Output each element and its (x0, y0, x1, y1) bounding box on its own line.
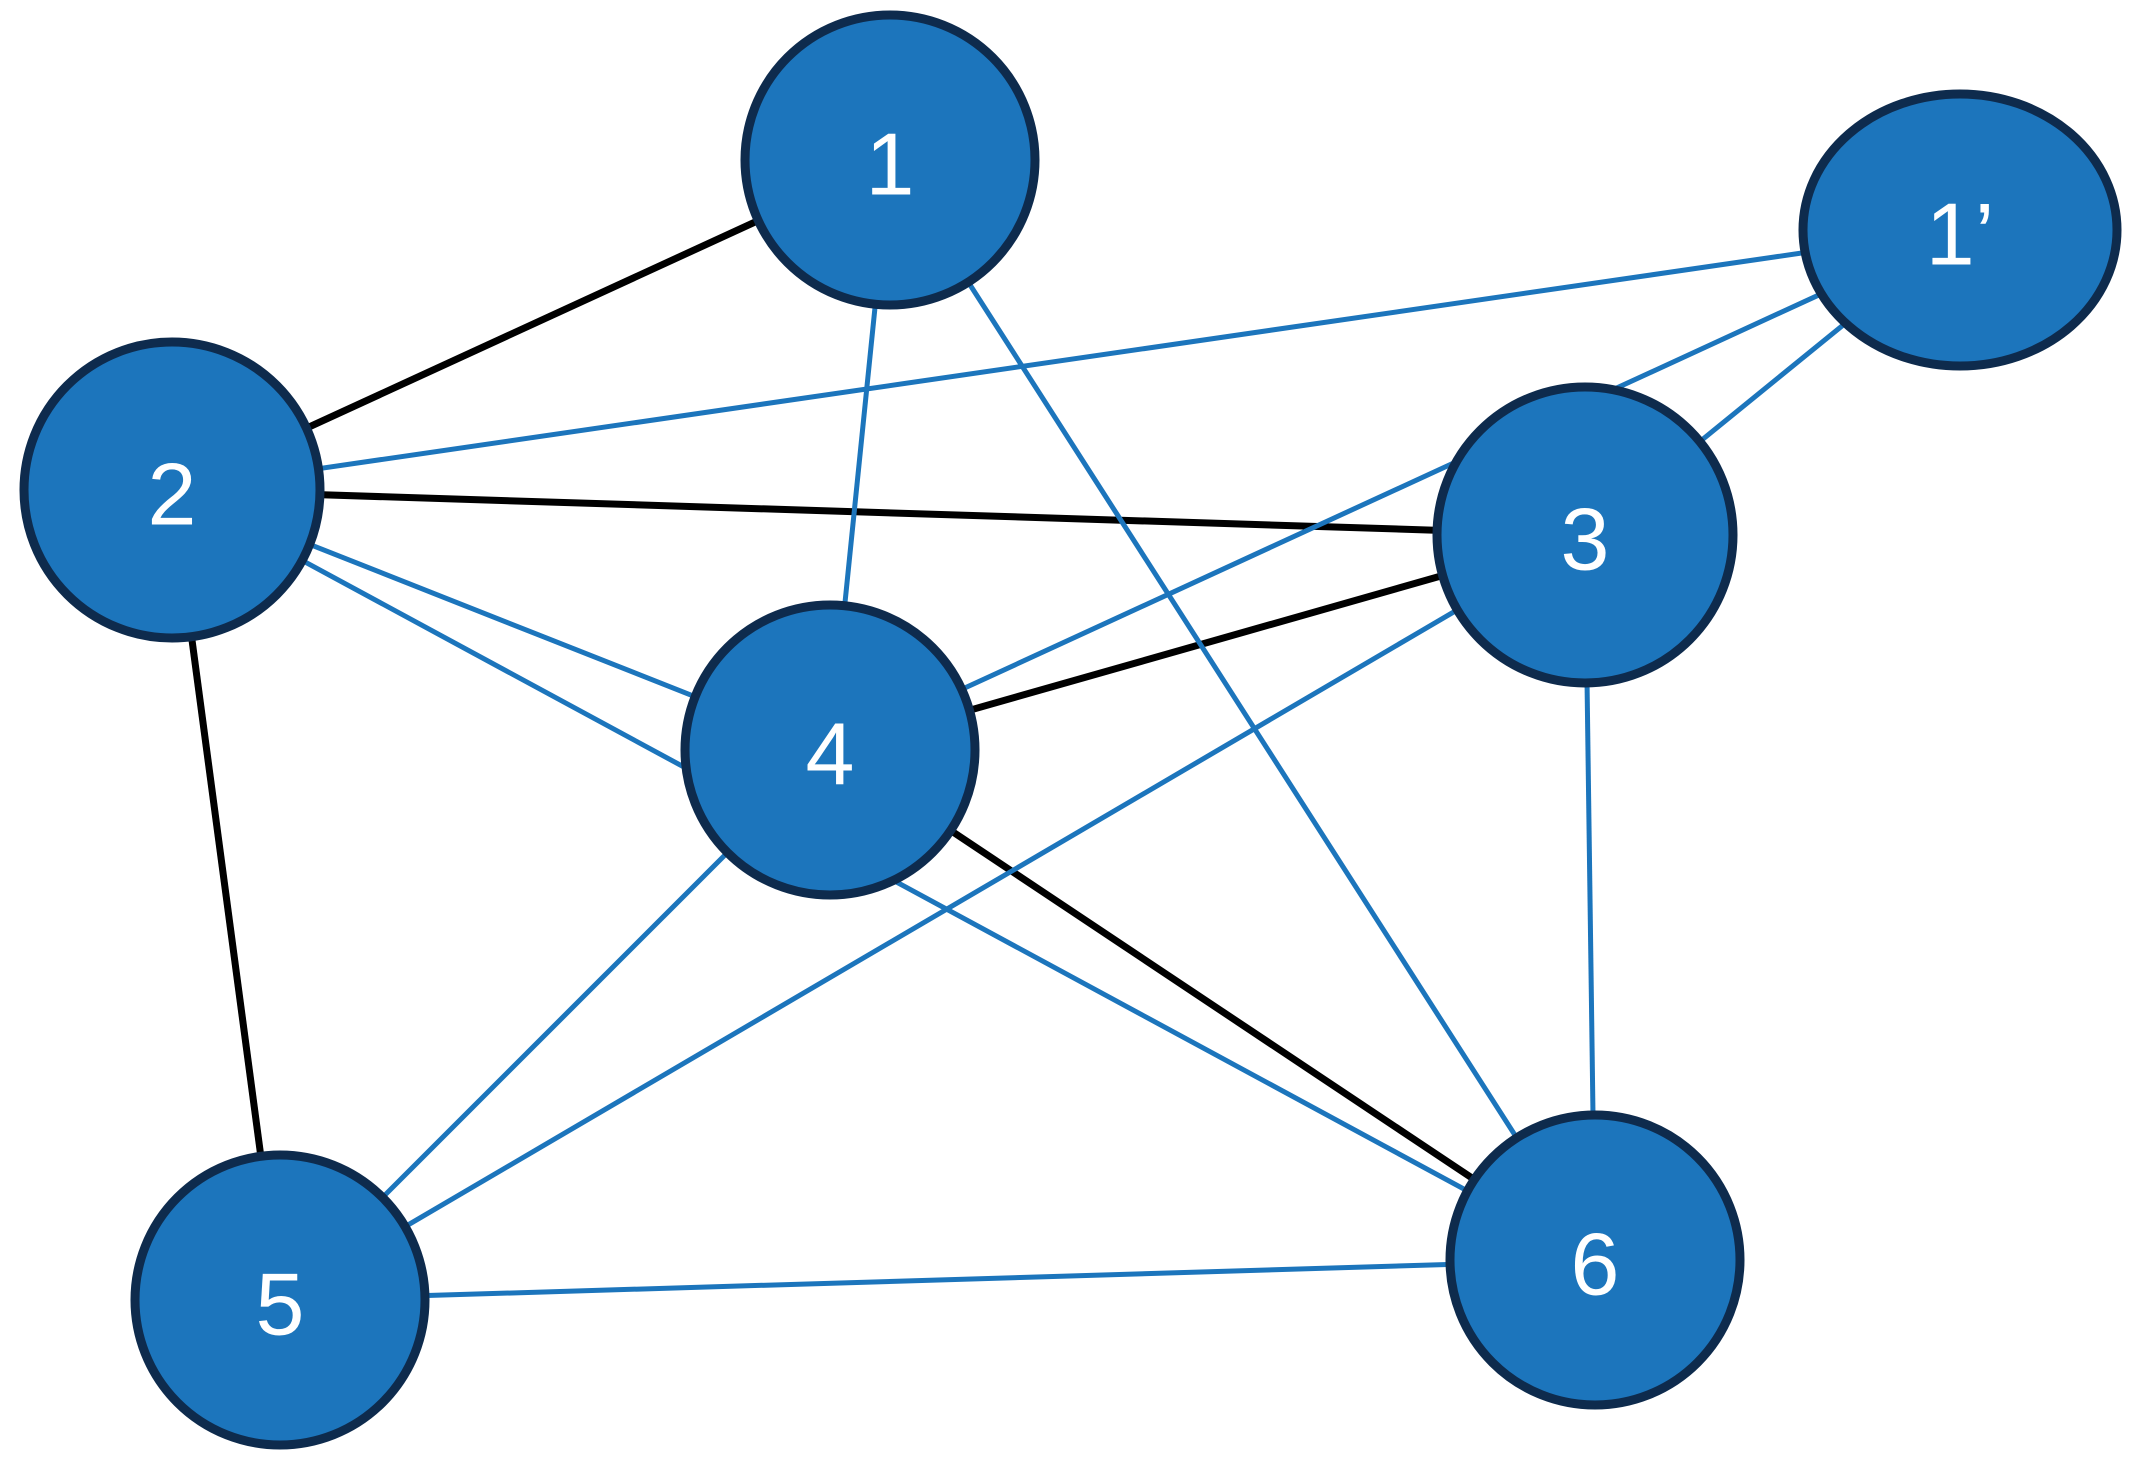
edge-4-6 (908, 800, 1517, 1210)
graph-node-label-6: 6 (1571, 1215, 1620, 1314)
graph-node-5[interactable]: 5 (130, 1150, 430, 1450)
edge-2-1prime (312, 249, 1812, 473)
graph-node-1p[interactable]: 1’ (1798, 89, 2122, 371)
graph-node-label-5: 5 (256, 1255, 305, 1354)
edge-3-5 (398, 604, 1464, 1232)
graph-node-6[interactable]: 6 (1445, 1110, 1745, 1410)
graph-node-1[interactable]: 1 (740, 10, 1040, 310)
edge-2-5 (181, 588, 271, 1205)
edge-5-4 (376, 846, 734, 1204)
edge-3-6 (1584, 676, 1596, 1122)
edge-4-1prime (955, 289, 1828, 695)
edge-5-6 (418, 1261, 1457, 1299)
graph-node-label-3: 3 (1561, 490, 1610, 589)
graph-node-4[interactable]: 4 (680, 600, 980, 900)
edge-2-1 (261, 197, 804, 452)
nodes-layer: 1 1’ 2 3 4 5 6 (19, 10, 2122, 1450)
graph-node-circle-6[interactable] (1445, 1110, 1745, 1410)
graph-node-circle-1[interactable] (740, 10, 1040, 310)
edge-1-4 (841, 298, 879, 612)
graph-node-circle-1p[interactable] (1798, 89, 2122, 371)
graph-node-label-4: 4 (806, 705, 855, 804)
graph-node-circle-5[interactable] (130, 1150, 430, 1450)
edge-3-1prime (1693, 317, 1852, 448)
edge-2-4 (303, 539, 702, 702)
graph-node-label-1: 1 (866, 115, 915, 214)
graph-node-label-2: 2 (148, 445, 197, 544)
graph-node-3[interactable]: 3 (1432, 382, 1738, 688)
edge-1-6 (962, 275, 1523, 1145)
graph-node-circle-3[interactable] (1432, 382, 1738, 688)
graph-node-2[interactable]: 2 (19, 337, 325, 643)
edge-2-3 (271, 489, 1486, 536)
edge-3-4 (922, 559, 1490, 727)
graph-node-circle-2[interactable] (19, 337, 325, 643)
graph-node-label-1p: 1’ (1926, 185, 1995, 284)
edges-layer (181, 197, 1852, 1299)
graph-node-circle-4[interactable] (680, 600, 980, 900)
